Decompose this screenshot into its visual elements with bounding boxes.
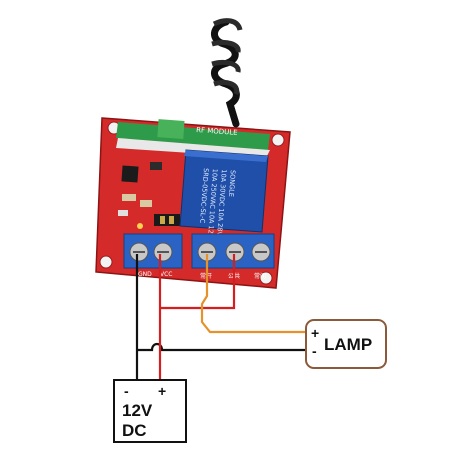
svg-text:SRD-05VDC-SL-C 10A 250: SRD-05VDC-SL-C 10A 250VAC 10A 125VAC 10A… (196, 168, 237, 255)
relay-text-line: SONGLE (227, 170, 237, 197)
relay-terminal-block: 常开 公共 常闭 (191, 233, 275, 280)
relay-board: RF MODULE SRD-05VDC-SL-C 10A 250VAC 10A … (95, 117, 291, 289)
relay: SRD-05VDC-SL-C 10A 250VAC 10A 125VAC 10A… (179, 149, 269, 255)
led-indicator (137, 223, 143, 229)
battery-plus-sign: + (158, 383, 166, 399)
resistor (140, 200, 152, 207)
terminal-label-nc: 常闭 (254, 272, 266, 280)
jumper-header (154, 214, 180, 226)
mounting-hole-icon (99, 255, 113, 269)
resistor (122, 194, 136, 201)
ic-chip (121, 165, 139, 183)
wire-black-lamp-minus (137, 342, 306, 352)
capacitor (118, 210, 128, 216)
battery-voltage-label: 12V (122, 401, 153, 420)
lamp-minus-sign: - (312, 343, 317, 359)
mounting-hole-icon (271, 133, 285, 147)
rf-module-label: RF MODULE (196, 126, 238, 137)
relay-text-line: SRD-05VDC-SL-C (198, 168, 210, 224)
transistor (150, 162, 162, 170)
battery-type-label: DC (122, 421, 147, 440)
battery-minus-sign: - (124, 383, 129, 399)
lamp: + - LAMP (305, 319, 387, 369)
mounting-hole-icon (259, 271, 273, 285)
power-terminal-block: GND VCC (123, 233, 183, 278)
wire-red-vcc-to-com (160, 254, 236, 310)
terminal-label-vcc: VCC (160, 271, 172, 278)
lamp-label: LAMP (324, 335, 372, 354)
wire-orange-no-to-lamp (200, 254, 306, 334)
lamp-plus-sign: + (311, 325, 319, 341)
antenna (211, 18, 243, 128)
terminal-label-gnd: GND (138, 271, 152, 278)
power-supply: - + 12V DC (113, 379, 187, 443)
wires (135, 254, 306, 382)
